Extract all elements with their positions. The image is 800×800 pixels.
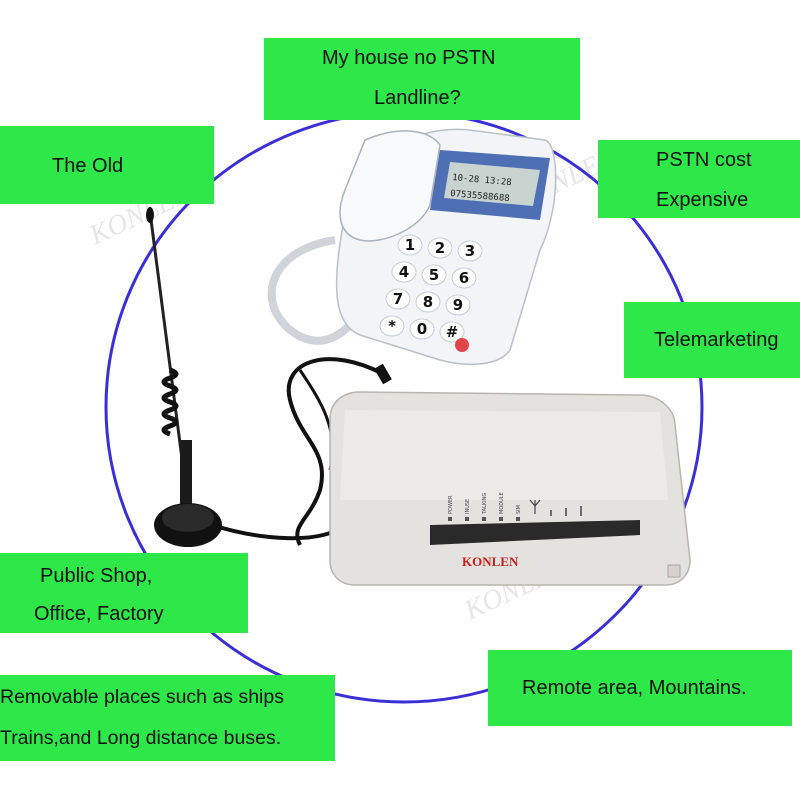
phone-cable	[286, 357, 386, 546]
device-indicator-label: SIM	[516, 505, 522, 514]
phone-key-label: 3	[465, 242, 475, 260]
label-top-line1: My house no PSTN	[322, 47, 496, 69]
phone-key: 0	[409, 318, 435, 340]
label-top-line2: Landline?	[374, 87, 461, 109]
phone-key: 6	[451, 267, 477, 289]
device-indicator-led	[482, 517, 486, 521]
phone-key-label: 9	[453, 296, 463, 314]
phone-key: 1	[397, 234, 423, 256]
label-removable-line1: Removable places such as ships	[0, 686, 284, 708]
label-public-line1: Public Shop,	[40, 565, 153, 587]
device-indicator-label: INUSE	[465, 499, 471, 514]
phone-key: 2	[427, 237, 453, 259]
gsm-gateway-device: KONLEN POWER INUSE TALKING MODULE SIM	[329, 391, 691, 586]
label-pstn: PSTN cost Expensive	[598, 140, 800, 218]
phone-cord	[267, 236, 353, 345]
phone-key-label: 7	[393, 290, 403, 308]
phone-key-label: #	[446, 323, 459, 341]
label-remote: Remote area, Mountains.	[488, 650, 792, 726]
device-brand: KONLEN	[462, 554, 519, 569]
label-old-line1: The Old	[52, 155, 124, 177]
label-top: My house no PSTN Landline?	[264, 38, 580, 120]
device-indicator-led	[499, 517, 503, 521]
label-public-line2: Office, Factory	[34, 603, 164, 625]
phone-red-button	[455, 338, 469, 352]
phone-key-label: 5	[429, 266, 439, 284]
device-indicator-label: POWER	[448, 495, 454, 514]
label-telemarketing: Telemarketing	[624, 302, 800, 378]
phone-key: *	[379, 315, 405, 337]
label-removable-line2: Trains,and Long distance buses.	[0, 727, 282, 749]
device-indicator-label: MODULE	[499, 492, 505, 514]
phone-key-label: 6	[459, 269, 469, 287]
device-indicators: POWER INUSE TALKING MODULE SIM	[448, 492, 522, 521]
phone-key: #	[439, 321, 465, 343]
phone-key-label: 8	[423, 293, 433, 311]
device-indicator-led	[465, 517, 469, 521]
phone-key: 9	[445, 294, 471, 316]
phone-key-label: 1	[405, 236, 415, 254]
phone-key-label: 2	[435, 239, 445, 257]
device-indicator-led	[516, 517, 520, 521]
phone-key: 5	[421, 264, 447, 286]
phone-key-label: 0	[417, 320, 427, 338]
label-public: Public Shop, Office, Factory	[0, 553, 248, 633]
device-indicator-led	[448, 517, 452, 521]
phone-key: 8	[415, 291, 441, 313]
antenna-icon	[146, 207, 222, 547]
label-pstn-line1: PSTN cost	[656, 149, 752, 171]
phone-key: 4	[391, 261, 417, 283]
phone-key-label: 4	[399, 263, 409, 281]
label-telemarketing-line1: Telemarketing	[654, 329, 779, 351]
phone-key: 3	[457, 240, 483, 262]
antenna-cable	[211, 523, 347, 541]
label-pstn-line2: Expensive	[656, 189, 749, 211]
phone-key: 7	[385, 288, 411, 310]
label-remote-line1: Remote area, Mountains.	[522, 677, 747, 699]
label-old: The Old	[0, 126, 214, 204]
signal-icon	[529, 499, 582, 516]
phone-key-label: *	[388, 317, 396, 335]
label-removable: Removable places such as ships Trains,an…	[0, 675, 335, 761]
device-indicator-label: TALKING	[482, 493, 488, 515]
phone-keypad: 1 2 3 4 5 6 7 8 9 * 0 #	[379, 234, 483, 343]
